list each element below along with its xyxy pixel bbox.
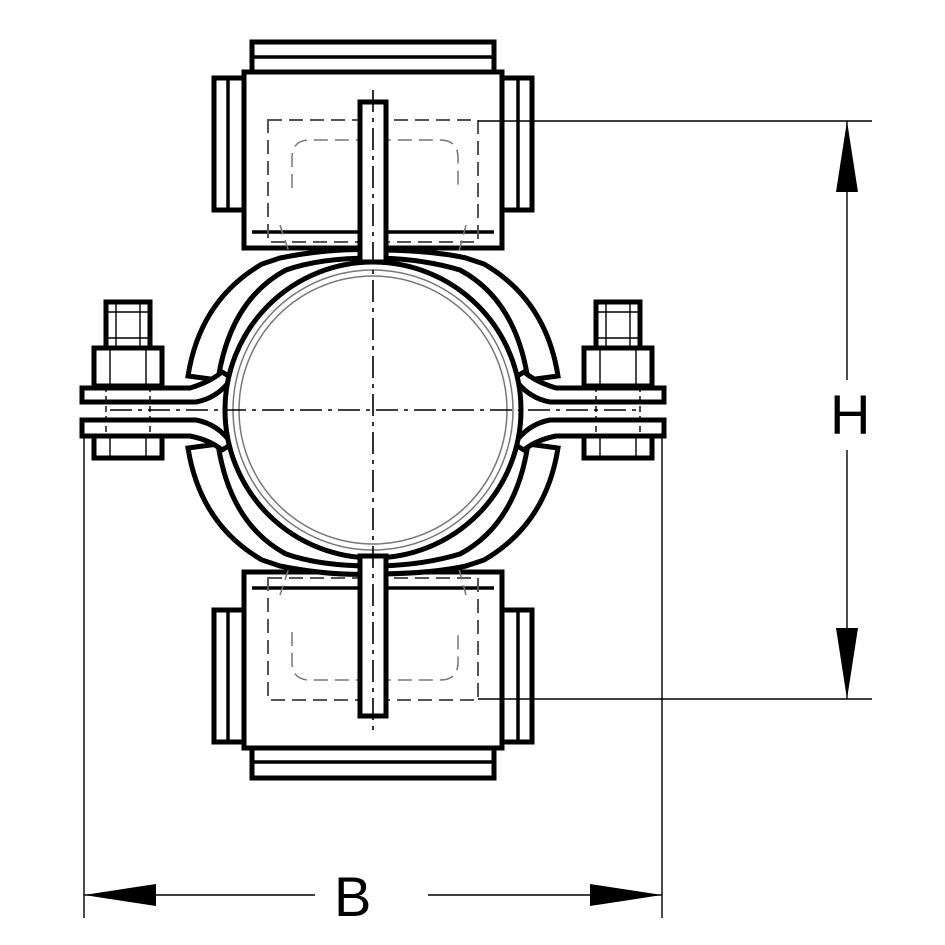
dimension-h: H	[478, 120, 872, 700]
arrow-left-icon	[84, 884, 156, 906]
dimension-b: B	[83, 436, 663, 928]
arrow-down-icon	[836, 628, 858, 699]
arrow-right-icon	[590, 884, 662, 906]
left-bolt-nut	[91, 299, 165, 461]
right-bolt-nut	[581, 299, 655, 461]
width-label: B	[334, 865, 371, 928]
center-lines	[110, 90, 636, 730]
height-label: H	[830, 383, 870, 446]
arrow-up-icon	[836, 121, 858, 192]
